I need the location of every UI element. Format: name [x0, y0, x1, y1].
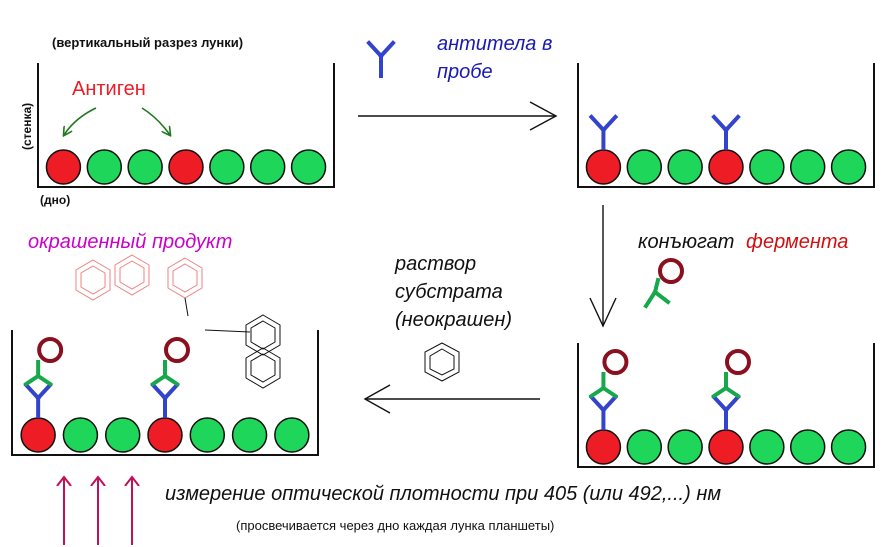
protein-bead — [830, 429, 867, 465]
arrow-down — [589, 205, 617, 328]
antibodies-label-line1: антитела в — [437, 33, 552, 55]
protein-bead — [667, 149, 703, 185]
measurement-note: (просвечивается через дно каждая лунка п… — [236, 518, 554, 533]
protein-bead — [86, 149, 123, 185]
protein-bead — [209, 149, 245, 185]
antigen-label: Антиген — [72, 78, 146, 100]
protein-bead — [249, 149, 286, 185]
bound-antibody — [588, 114, 619, 150]
antigen-bead — [20, 417, 56, 453]
wells-layer — [11, 63, 875, 468]
protein-bead — [749, 429, 785, 465]
protein-bead — [789, 149, 826, 185]
bound-conjugate-antibody — [150, 360, 180, 387]
protein-bead — [830, 149, 867, 185]
conjugate-prefix: конъюгат — [638, 231, 734, 253]
well-container — [577, 343, 875, 468]
protein-bead — [127, 149, 163, 185]
antigen-bead — [45, 149, 82, 185]
arrow-left — [363, 384, 540, 414]
substrate-benzene-icon — [424, 342, 460, 382]
product-molecules — [75, 254, 203, 301]
section-title: (вертикальный разрез лунки) — [52, 35, 243, 50]
substrate-line1: раствор — [394, 253, 476, 275]
protein-bead — [667, 429, 703, 465]
free-antibody-icon — [366, 40, 396, 78]
well-container — [37, 63, 335, 188]
protein-bead — [789, 429, 826, 465]
enzyme-ring — [37, 337, 64, 363]
antigen-bead — [708, 429, 744, 465]
antigen-bead — [585, 429, 622, 465]
protein-bead — [749, 149, 785, 185]
protein-bead — [104, 417, 141, 453]
antigen-pointer-left — [64, 107, 97, 135]
well-4 — [11, 330, 319, 456]
wall-label: (стенка) — [20, 103, 34, 150]
well-container — [577, 63, 875, 188]
bound-conjugate-antibody — [588, 372, 619, 399]
well-3 — [577, 343, 875, 468]
bound-antibody — [150, 382, 180, 418]
protein-bead — [626, 429, 663, 465]
antigen-bead — [147, 417, 183, 453]
antigen-bead — [585, 149, 622, 185]
enzyme-ring — [725, 349, 751, 375]
protein-bead — [274, 417, 310, 453]
protein-bead — [290, 149, 327, 185]
bound-conjugate-antibody — [23, 360, 53, 387]
free-conjugate-icon — [643, 258, 684, 309]
colored-product-label: окрашенный продукт — [28, 231, 232, 253]
enzyme-ring — [602, 349, 629, 375]
well-container — [11, 330, 319, 456]
measurement-label: измерение оптической плотности при 405 (… — [165, 483, 721, 505]
protein-bead — [626, 149, 663, 185]
well-1 — [37, 63, 335, 188]
protein-bead — [62, 417, 99, 453]
protein-bead — [189, 417, 226, 453]
well-2 — [577, 63, 875, 188]
bound-antibody — [711, 394, 741, 430]
conjugate-enzyme: фермента — [746, 231, 848, 253]
bound-antibody — [23, 382, 53, 418]
antigen-bead — [168, 149, 204, 185]
bound-antibody — [588, 394, 619, 430]
arrow-right — [358, 101, 558, 131]
substrate-benzene-inner — [429, 348, 455, 376]
antibodies-label-line2: пробе — [437, 61, 493, 83]
bound-antibody — [711, 114, 741, 150]
enzyme-ring — [164, 337, 190, 363]
protein-bead — [231, 417, 268, 453]
substrate-line2: субстрата — [395, 281, 503, 303]
bound-conjugate-antibody — [711, 372, 741, 399]
antigen-bead — [708, 149, 744, 185]
bottom-label: (дно) — [40, 193, 70, 207]
substrate-line3: (неокрашен) — [395, 309, 512, 331]
substrate-conversion-molecules — [184, 297, 281, 389]
conjugate-label: конъюгат фермента — [638, 231, 848, 253]
antigen-pointer-right — [141, 107, 170, 135]
